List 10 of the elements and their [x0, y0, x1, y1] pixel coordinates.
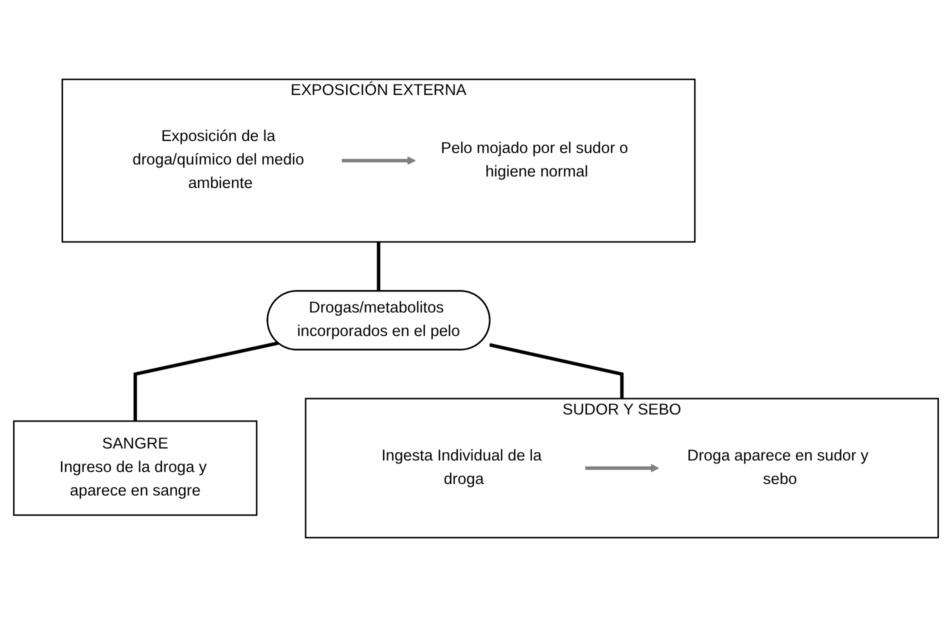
- node-text: Ingesta Individual de la droga: [381, 448, 542, 488]
- node-text: Pelo mojado por el sudor o higiene normal: [440, 140, 628, 180]
- node-text: Exposición de la droga/químico del medio ambiente: [132, 128, 304, 192]
- connector: [376, 242, 380, 291]
- connector: [489, 343, 624, 399]
- connector: [134, 341, 279, 422]
- arrow: [585, 464, 659, 472]
- node-box: SANGRE Ingreso de la droga y aparece en sangre: [13, 420, 258, 516]
- arrow: [342, 156, 416, 165]
- node-text: Droga aparece en sudor y sebo: [687, 448, 868, 488]
